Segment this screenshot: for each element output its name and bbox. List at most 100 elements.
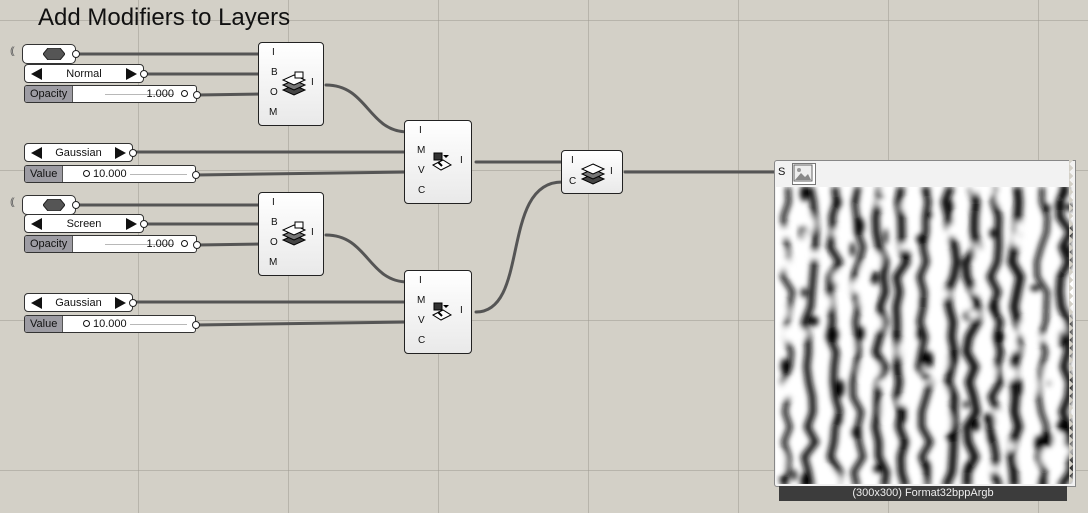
slider-label: Opacity xyxy=(25,236,74,252)
input-m-label: M xyxy=(269,107,278,118)
boolean-toggle-a[interactable] xyxy=(22,44,76,64)
toggle-hex-icon xyxy=(43,48,65,60)
next-arrow-icon[interactable] xyxy=(115,147,126,159)
slider-value: 1.000 xyxy=(146,238,174,250)
output-grip[interactable] xyxy=(193,241,201,249)
input-v-label: V xyxy=(418,315,425,326)
output-grip[interactable] xyxy=(192,321,200,329)
layer-component-a[interactable]: I B O M I xyxy=(258,42,324,126)
wire-opacity-a xyxy=(195,92,264,97)
toggle-hex-icon xyxy=(43,199,65,211)
wire-opacity-b xyxy=(195,242,264,247)
slider-value: 10.000 xyxy=(93,168,127,180)
input-o-label: O xyxy=(270,237,278,248)
blur-type-value: Gaussian xyxy=(55,147,102,159)
blur-type-value: Gaussian xyxy=(55,297,102,309)
input-b-label: B xyxy=(271,67,278,78)
image-preview-panel[interactable]: S xyxy=(774,160,1076,487)
slider-knob[interactable] xyxy=(83,170,90,177)
output-i-label: I xyxy=(311,227,314,238)
blur-type-list-a[interactable]: Gaussian xyxy=(24,143,133,162)
blend-mode-value: Screen xyxy=(66,218,102,230)
slider-label: Value xyxy=(25,316,64,332)
wire-value-a xyxy=(194,170,410,177)
input-v-label: V xyxy=(418,165,425,176)
boolean-toggle-b[interactable] xyxy=(22,195,76,215)
blend-mode-value: Normal xyxy=(66,68,102,80)
input-m-label: M xyxy=(417,295,426,306)
slider-label: Value xyxy=(25,166,64,182)
preview-pattern xyxy=(776,187,1073,484)
blend-mode-list-a[interactable]: Normal xyxy=(24,64,144,83)
modifier-icon xyxy=(431,302,453,321)
output-grip[interactable] xyxy=(140,220,148,228)
layer-stack-icon xyxy=(281,221,307,246)
prev-arrow-icon[interactable] xyxy=(31,218,42,230)
preview-image xyxy=(776,187,1073,484)
layer-stack-icon xyxy=(580,163,606,185)
blend-mode-list-b[interactable]: Screen xyxy=(24,214,144,233)
output-grip[interactable] xyxy=(193,91,201,99)
slider-track[interactable] xyxy=(130,324,187,325)
slider-knob[interactable] xyxy=(181,90,188,97)
output-grip[interactable] xyxy=(129,299,137,307)
output-i-label: I xyxy=(311,77,314,88)
output-grip[interactable] xyxy=(192,171,200,179)
input-s-label: S xyxy=(778,166,786,178)
input-i-label: I xyxy=(571,155,574,166)
signal-icon: (( xyxy=(10,197,14,208)
input-c-label: C xyxy=(569,176,577,187)
signal-icon: (( xyxy=(10,46,14,57)
panel-edge xyxy=(1069,160,1077,484)
modifier-icon xyxy=(431,152,453,171)
slider-track[interactable] xyxy=(130,174,187,175)
input-i-label: I xyxy=(272,197,275,208)
output-grip[interactable] xyxy=(140,70,148,78)
input-b-label: B xyxy=(271,217,278,228)
wire-value-b xyxy=(194,320,410,327)
blur-value-slider-a[interactable]: Value 10.000 xyxy=(24,165,196,183)
blur-value-slider-b[interactable]: Value 10.000 xyxy=(24,315,196,333)
input-c-label: C xyxy=(418,335,426,346)
input-o-label: O xyxy=(270,87,278,98)
output-grip[interactable] xyxy=(72,201,80,209)
prev-arrow-icon[interactable] xyxy=(31,297,42,309)
image-icon xyxy=(792,163,816,185)
modifier-component-a[interactable]: I M V C I xyxy=(404,120,472,204)
output-grip[interactable] xyxy=(129,149,137,157)
output-i-label: I xyxy=(460,155,463,166)
input-i-label: I xyxy=(419,125,422,136)
combine-layers-component[interactable]: I C I xyxy=(561,150,623,194)
slider-knob[interactable] xyxy=(83,320,90,327)
input-m-label: M xyxy=(269,257,278,268)
prev-arrow-icon[interactable] xyxy=(31,147,42,159)
input-i-label: I xyxy=(419,275,422,286)
blur-type-list-b[interactable]: Gaussian xyxy=(24,293,133,312)
wire-mod-b-to-combine xyxy=(474,180,564,314)
slider-track[interactable] xyxy=(105,94,174,95)
input-i-label: I xyxy=(272,47,275,58)
slider-track[interactable] xyxy=(105,244,174,245)
output-grip[interactable] xyxy=(72,50,80,58)
layer-component-b[interactable]: I B O M I xyxy=(258,192,324,276)
prev-arrow-icon[interactable] xyxy=(31,68,42,80)
wire-layer-a-to-mod-a xyxy=(324,83,410,134)
opacity-slider-a[interactable]: Opacity 1.000 xyxy=(24,85,197,103)
opacity-slider-b[interactable]: Opacity 1.000 xyxy=(24,235,197,253)
slider-value: 1.000 xyxy=(146,88,174,100)
wire-layer-b-to-mod-b xyxy=(324,233,410,284)
layer-stack-icon xyxy=(281,71,307,96)
next-arrow-icon[interactable] xyxy=(115,297,126,309)
slider-label: Opacity xyxy=(25,86,74,102)
slider-value: 10.000 xyxy=(93,318,127,330)
next-arrow-icon[interactable] xyxy=(126,68,137,80)
next-arrow-icon[interactable] xyxy=(126,218,137,230)
output-i-label: I xyxy=(610,166,613,177)
canvas-title: Add Modifiers to Layers xyxy=(38,4,291,31)
input-m-label: M xyxy=(417,145,426,156)
image-format-label: (300x300) Format32bppArgb xyxy=(779,486,1067,501)
output-i-label: I xyxy=(460,305,463,316)
modifier-component-b[interactable]: I M V C I xyxy=(404,270,472,354)
slider-knob[interactable] xyxy=(181,240,188,247)
input-c-label: C xyxy=(418,185,426,196)
